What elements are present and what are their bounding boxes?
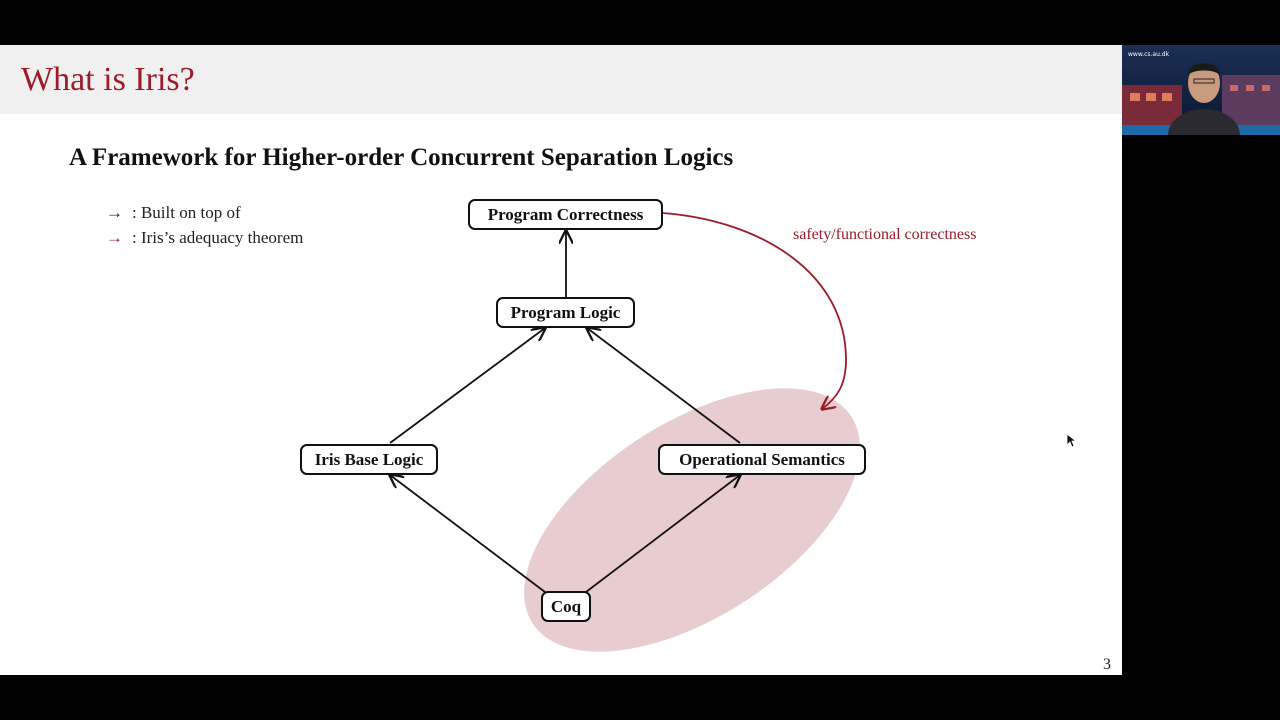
black-arrow-icon: → [106, 203, 123, 222]
presenter-video-icon [1122, 45, 1280, 135]
slide: What is Iris? A Framework for Higher-ord… [0, 45, 1122, 675]
node-program-correctness: Program Correctness [468, 199, 663, 230]
legend-label: : Iris’s adequacy theorem [132, 228, 304, 247]
slide-title-bar: What is Iris? [0, 45, 1122, 114]
webcam-url-text: www.cs.au.dk [1128, 51, 1170, 58]
slide-subtitle: A Framework for Higher-order Concurrent … [69, 144, 734, 171]
edge-coq-to-iris-base [390, 475, 546, 593]
legend-item-adequacy: → : Iris’s adequacy theorem [106, 228, 303, 253]
legend-item-built-on: → : Built on top of [106, 203, 303, 228]
edge-adequacy [661, 212, 847, 409]
page-number: 3 [1103, 656, 1111, 673]
node-coq: Coq [541, 591, 591, 622]
slide-title: What is Iris? [21, 61, 195, 98]
edge-opsem-to-program-logic [587, 328, 741, 444]
red-arrow-icon: → [106, 228, 123, 247]
legend: → : Built on top of → : Iris’s adequacy th… [106, 203, 303, 253]
mouse-cursor-icon [1066, 433, 1078, 448]
adequacy-label: safety/functional correctness [793, 226, 977, 243]
edge-coq-to-opsem [585, 475, 740, 593]
edge-iris-base-to-program-logic [389, 328, 545, 444]
node-iris-base-logic: Iris Base Logic [300, 444, 438, 475]
node-program-logic: Program Logic [496, 297, 635, 328]
node-operational-semantics: Operational Semantics [658, 444, 866, 475]
legend-label: : Built on top of [132, 203, 241, 222]
webcam-video: www.cs.au.dk [1122, 45, 1280, 135]
diagram-edges [0, 212, 860, 652]
